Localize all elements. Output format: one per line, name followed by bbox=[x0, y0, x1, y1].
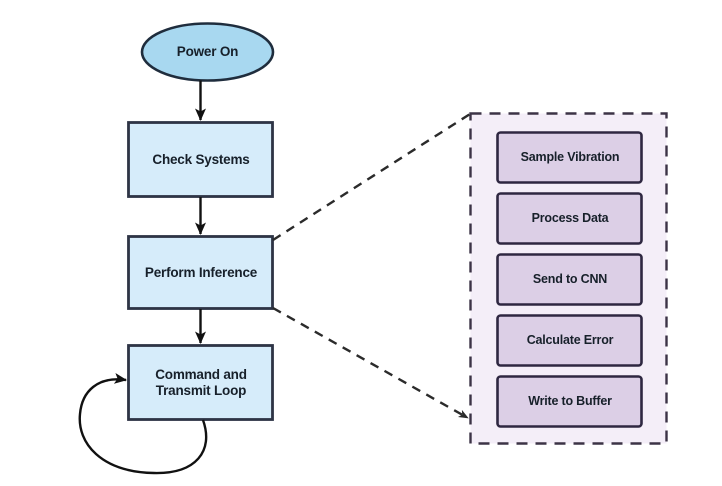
subprocess-box-3[interactable] bbox=[496, 253, 643, 306]
subprocess-box-2[interactable] bbox=[496, 192, 643, 245]
callout-leader-top bbox=[272, 112, 471, 242]
callout-leader-bottom bbox=[272, 306, 469, 420]
process-box-command-transmit-loop[interactable] bbox=[127, 344, 274, 421]
subprocess-box-4[interactable] bbox=[496, 314, 643, 367]
edge-self-loop bbox=[78, 372, 208, 475]
start-node-shape[interactable] bbox=[140, 22, 275, 82]
subprocess-box-1[interactable] bbox=[496, 131, 643, 184]
process-box-perform-inference[interactable] bbox=[127, 235, 274, 310]
process-box-check-systems[interactable] bbox=[127, 121, 274, 198]
subprocess-box-5[interactable] bbox=[496, 375, 643, 428]
